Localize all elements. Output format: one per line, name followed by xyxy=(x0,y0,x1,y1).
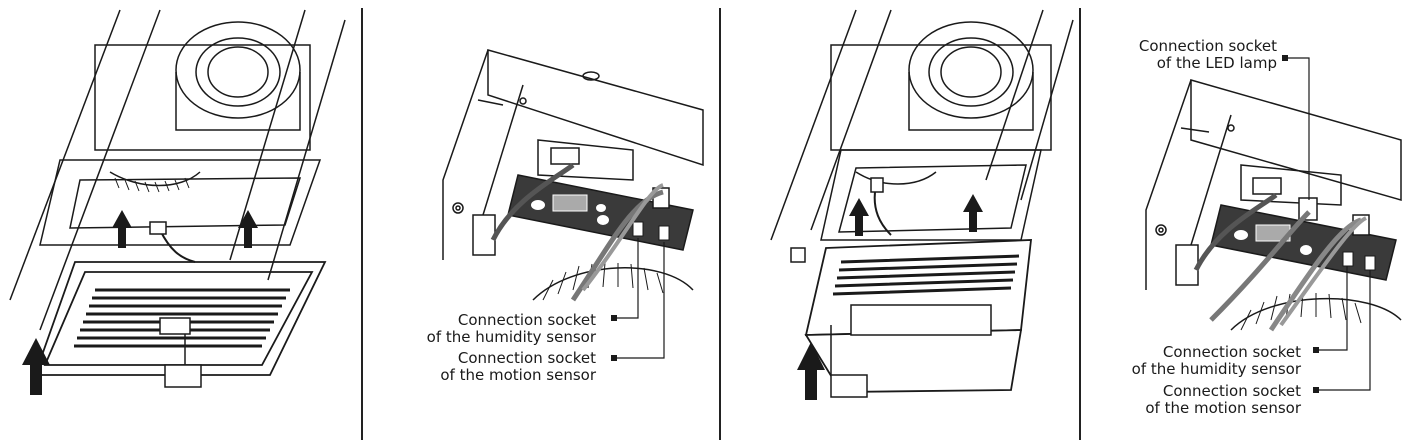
callout-line-1: Connection socket xyxy=(457,349,596,367)
housing-with-hinged-grille-illustration xyxy=(770,9,1074,400)
callout-motion-sensor-socket: Connection socket of the motion sensor xyxy=(418,350,596,384)
panel-step-4: Connection socket of the LED lamp Connec… xyxy=(1081,0,1423,445)
housing-pcb-illustration xyxy=(442,49,704,361)
callout-line-2: of the humidity sensor xyxy=(1131,360,1301,378)
callout-line-2: of the humidity sensor xyxy=(426,328,596,346)
callout-humidity-sensor-socket: Connection socket of the humidity sensor xyxy=(418,312,596,346)
callout-line-2: of the motion sensor xyxy=(1145,399,1301,417)
housing-with-grille-illustration xyxy=(9,9,346,395)
callout-line-1: Connection socket xyxy=(1138,37,1277,55)
callout-line-1: Connection socket xyxy=(1162,382,1301,400)
callout-line-1: Connection socket xyxy=(457,311,596,329)
callout-motion-sensor-socket: Connection socket of the motion sensor xyxy=(1121,383,1301,417)
panel-step-3 xyxy=(721,0,1078,445)
panel-step-2: Connection socket of the humidity sensor… xyxy=(363,0,718,445)
callout-line-2: of the motion sensor xyxy=(440,366,596,384)
callout-line-1: Connection socket xyxy=(1162,343,1301,361)
callout-humidity-sensor-socket: Connection socket of the humidity sensor xyxy=(1121,344,1301,378)
callout-led-lamp-socket: Connection socket of the LED lamp xyxy=(1101,38,1277,72)
panel-divider xyxy=(719,8,721,440)
panel-divider xyxy=(361,8,363,440)
callout-line-2: of the LED lamp xyxy=(1156,54,1277,72)
panel-step-1 xyxy=(0,0,360,445)
panel-divider xyxy=(1079,8,1081,440)
housing-pcb-led-illustration xyxy=(1145,55,1402,393)
